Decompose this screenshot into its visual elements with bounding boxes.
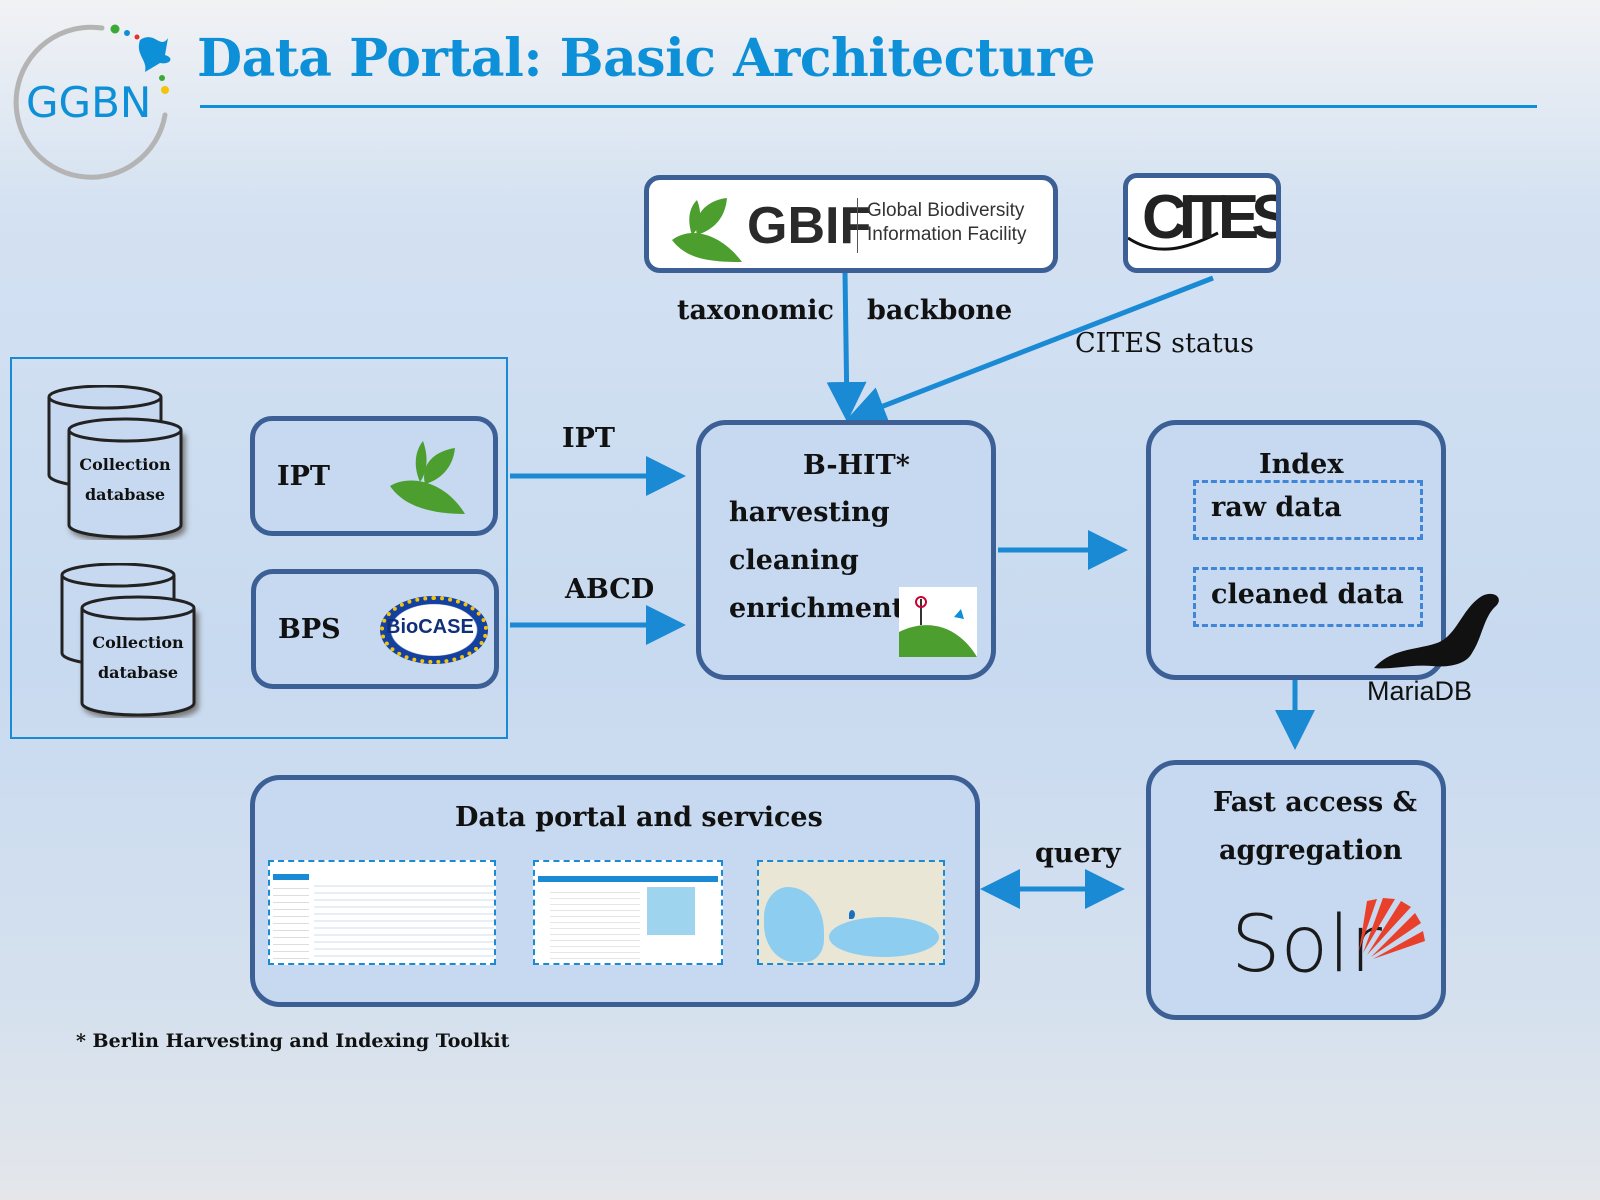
mariadb-wordmark: MariaDB xyxy=(1367,676,1473,706)
data-portal-box: Data portal and services xyxy=(250,775,980,1007)
edge-label-ipt: IPT xyxy=(562,423,616,454)
index-title: Index xyxy=(1259,449,1344,480)
gbif-full-name-line1: Global Biodiversity xyxy=(867,200,1025,221)
ggbn-logo-text: GGBN xyxy=(26,78,152,127)
gbif-divider xyxy=(857,198,858,253)
page-title: Data Portal: Basic Architecture xyxy=(197,28,1096,89)
portal-screenshot-map[interactable] xyxy=(757,860,945,965)
fast-access-box: Fast access & aggregation Solr xyxy=(1146,760,1446,1020)
edge-label-backbone: backbone xyxy=(867,295,1013,326)
fast-access-line1: Fast access & xyxy=(1213,787,1417,818)
gbif-full-name-line2: Information Facility xyxy=(867,224,1027,245)
ggbn-logo: GGBN xyxy=(10,20,180,185)
edge-label-cites-status: CITES status xyxy=(1075,328,1255,359)
data-portal-title: Data portal and services xyxy=(455,802,823,833)
ipt-label: IPT xyxy=(277,461,331,492)
fast-access-line2: aggregation xyxy=(1219,835,1403,866)
index-box: Index raw data cleaned data xyxy=(1146,420,1446,680)
arrow-cites-to-bhit xyxy=(845,275,1214,425)
index-store-cleaned-data: cleaned data xyxy=(1193,567,1423,627)
cites-wordmark: CITES xyxy=(1142,183,1281,252)
biocase-wordmark: BioCASE xyxy=(386,616,474,638)
bhit-title: B-HIT* xyxy=(803,450,910,481)
edge-label-abcd: ABCD xyxy=(565,574,655,605)
bhit-step-harvesting: harvesting xyxy=(729,497,890,528)
gbif-leaf-icon xyxy=(672,198,742,262)
edge-label-taxonomic: taxonomic xyxy=(677,295,834,326)
solr-sunburst-icon xyxy=(1359,898,1425,959)
gbif-box: GBIF Global Biodiversity Information Fac… xyxy=(644,175,1058,273)
edge-label-query: query xyxy=(1035,838,1121,869)
cites-logo-graphic xyxy=(1128,231,1219,251)
bps-box: BPS BioCASE xyxy=(251,569,499,689)
portal-screenshot-specimen-detail[interactable] xyxy=(533,860,723,965)
mariadb-seal-icon xyxy=(1374,593,1499,669)
gbif-wordmark: GBIF xyxy=(747,197,872,255)
bhit-logo-icon xyxy=(899,587,977,657)
bhit-box: B-HIT* harvesting cleaning enrichment xyxy=(696,420,996,680)
ipt-box: IPT xyxy=(250,416,498,536)
biocase-logo xyxy=(380,596,488,664)
bhit-step-enrichment: enrichment xyxy=(729,593,905,624)
footnote: * Berlin Harvesting and Indexing Toolkit xyxy=(76,1030,510,1052)
arrow-gbif-to-bhit xyxy=(826,271,867,422)
cites-box: CITES xyxy=(1123,173,1281,273)
ipt-leaf-icon xyxy=(390,441,465,514)
index-store-raw-data: raw data xyxy=(1193,480,1423,540)
data-providers-container xyxy=(10,357,508,739)
portal-screenshot-search-results[interactable] xyxy=(268,860,496,965)
bps-label: BPS xyxy=(278,614,341,645)
bhit-step-cleaning: cleaning xyxy=(729,545,859,576)
title-underline xyxy=(200,105,1537,108)
solr-wordmark: Solr xyxy=(1231,900,1382,990)
